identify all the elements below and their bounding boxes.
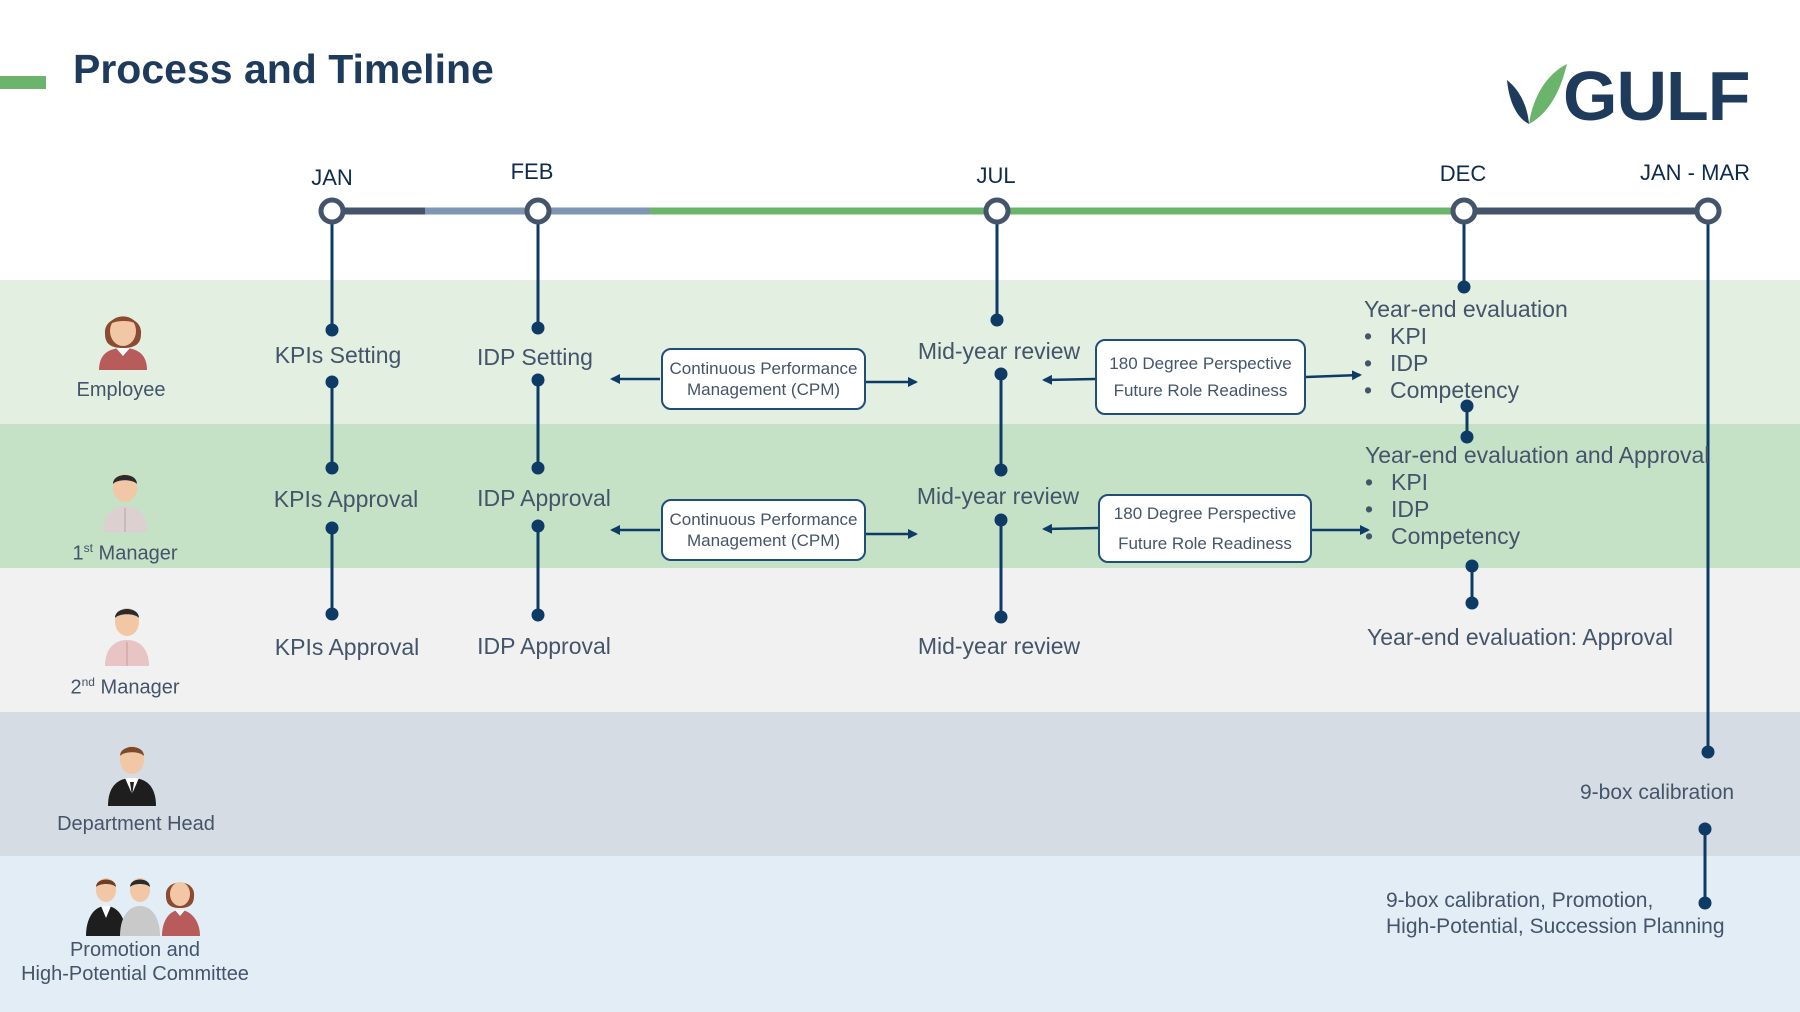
lane-second-manager [0,568,1800,712]
man-avatar-icon [105,608,149,666]
group-avatar-icon [86,878,200,936]
year-end-item-competency: Competency [1364,377,1568,404]
month-label-jan: JAN [311,165,353,190]
perspective-box-line1: 180 Degree Perspective [1113,503,1297,523]
role-ordinal-suffix: nd [81,675,95,689]
perspective-box-employee: 180 Degree Perspective Future Role Readi… [1095,339,1306,415]
milestone-feb-icon [524,197,552,225]
gulf-logo: GULF [1507,58,1751,128]
milestone-dec-icon [1450,197,1478,225]
perspective-box-line2: Future Role Readiness [1118,533,1292,553]
role-label-department-head: Department Head [57,813,215,835]
year-end-item-idp: IDP [1365,496,1709,523]
logo-leaf-green-icon [1529,64,1567,124]
role-title: Manager [94,676,180,699]
role-label-committee: Promotion and High-Potential Committee [5,938,265,986]
role-label-second-manager: 2nd Manager [0,670,255,700]
stage-mid-year-review-manager1: Mid-year review [916,483,1080,509]
logo-text: GULF [1563,58,1750,128]
lane-committee [0,856,1800,1012]
perspective-box-line2: Future Role Readiness [1113,381,1288,400]
year-end-manager1: Year-end evaluation and Approval KPI IDP… [1365,442,1709,550]
milestone-jan-icon [318,197,346,225]
calibration-department-head: 9-box calibration [1580,781,1735,804]
stage-mid-year-review-employee: Mid-year review [917,338,1081,364]
year-end-manager1-heading: Year-end evaluation and Approval [1365,442,1710,468]
cpm-box-manager: Continuous Performance Management (CPM) [661,499,866,561]
year-end-item-competency: Competency [1365,523,1709,550]
page-title: Process and Timeline [73,46,494,92]
arrow-perspective-right-employee [1305,370,1362,381]
stage-idp-approval-manager2: IDP Approval [477,633,611,659]
woman-avatar-icon [99,316,147,370]
arrow-perspective-left-manager [1042,523,1099,534]
arrow-perspective-left-employee [1042,374,1096,385]
businessman-avatar-icon [108,746,156,806]
year-end-item-kpi: KPI [1365,469,1709,496]
year-end-employee: Year-end evaluation KPI IDP Competency [1364,296,1568,404]
year-end-item-kpi: KPI [1364,323,1568,350]
role-ordinal: 1 [72,542,84,565]
perspective-box-manager: 180 Degree Perspective Future Role Readi… [1098,494,1312,563]
title-accent-bar [0,76,46,89]
cpm-box-line2: Management (CPM) [686,380,841,399]
perspective-box-line1: 180 Degree Perspective [1109,354,1292,373]
stage-kpis-approval-manager2: KPIs Approval [274,634,420,660]
year-end-manager2: Year-end evaluation: Approval [1367,624,1674,650]
role-label-first-manager: 1st Manager [0,536,255,566]
month-label-jan-mar: JAN - MAR [1640,160,1750,185]
calibration-committee: 9-box calibration, Promotion, High-Poten… [1386,888,1725,940]
month-label-feb: FEB [510,159,554,184]
stage-kpis-setting: KPIs Setting [274,342,402,368]
stage-idp-approval-manager1: IDP Approval [477,485,611,511]
milestone-jul-icon [983,197,1011,225]
calibration-committee-line2: High-Potential, Succession Planning [1386,915,1725,938]
stage-idp-setting: IDP Setting [477,344,593,370]
calibration-committee-line1: 9-box calibration, Promotion, [1386,889,1654,912]
role-ordinal-suffix: st [83,541,93,555]
committee-label-line1: Promotion and [69,939,201,961]
role-ordinal: 2 [70,676,82,699]
role-title: Manager [92,542,178,565]
role-label-employee: Employee [76,379,166,401]
milestone-jan-mar-icon [1694,197,1722,225]
cpm-box-employee: Continuous Performance Management (CPM) [661,348,866,410]
logo-leaf-dark-icon [1507,80,1529,124]
cpm-box-line2: Management (CPM) [686,531,841,550]
cpm-box-line1: Continuous Performance [669,510,858,529]
stage-kpis-approval-manager1: KPIs Approval [273,486,419,512]
lane-department-head [0,712,1800,856]
man-avatar-icon [103,474,147,532]
stage-mid-year-review-manager2: Mid-year review [917,633,1081,659]
cpm-box-line1: Continuous Performance [669,359,858,378]
year-end-item-idp: IDP [1364,350,1568,377]
month-label-dec: DEC [1439,161,1487,186]
month-label-jul: JUL [976,163,1016,188]
committee-label-line2: High-Potential Committee [21,963,249,985]
year-end-employee-heading: Year-end evaluation [1364,296,1568,322]
